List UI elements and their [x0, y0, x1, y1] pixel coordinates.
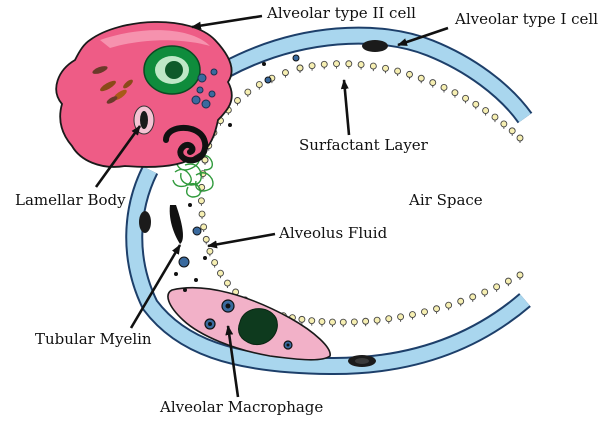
arrow-fluid: [208, 234, 275, 246]
label-lamellar-body: Lamellar Body: [15, 193, 126, 208]
arrow-surfactant: [344, 80, 349, 135]
left-wall-nucleus-icon: [139, 211, 151, 233]
label-tubular-myelin: Tubular Myelin: [35, 332, 152, 347]
label-type1-cell: Alveolar type I cell: [455, 12, 598, 27]
label-alveolar-macrophage: Alveolar Macrophage: [160, 400, 323, 415]
type1-nucleus-icon: [362, 40, 388, 52]
label-alveolus-fluid: Alveolus Fluid: [279, 226, 387, 241]
arrow-type2: [192, 16, 262, 27]
label-air-space: Air Space: [409, 193, 483, 208]
label-surfactant-layer: Surfactant Layer: [299, 138, 428, 153]
label-type2-cell: Alveolar type II cell: [267, 6, 416, 21]
